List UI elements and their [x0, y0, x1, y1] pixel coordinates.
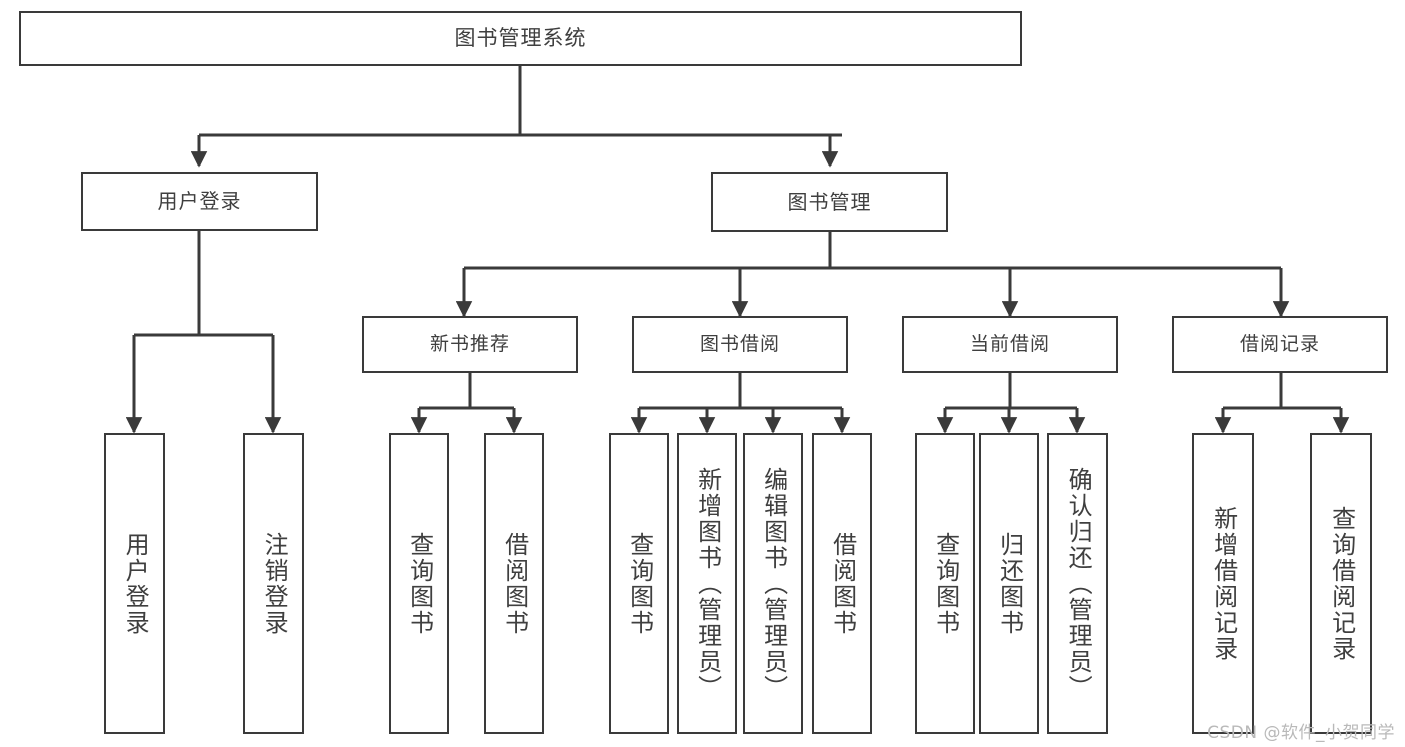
node-label: 图书管理系统 — [454, 26, 587, 51]
node-label: 当前借阅 — [969, 332, 1050, 355]
leaf-label: 借阅图书 — [500, 531, 529, 636]
node-book-management[interactable]: 图书管理 — [711, 172, 948, 232]
leaf-label: 借阅图书 — [828, 531, 857, 636]
leaf-text-wrap: 注销登录 — [245, 435, 302, 732]
node-label: 新书推荐 — [429, 332, 510, 355]
leaf-text-wrap: 查询借阅记录 — [1312, 435, 1370, 732]
leaf-borrow-book-recommend[interactable]: 借阅图书 — [484, 433, 544, 734]
leaf-label: 编辑图书（管理员） — [759, 466, 788, 701]
leaf-confirm-return-admin[interactable]: 确认归还（管理员） — [1047, 433, 1108, 734]
leaf-borrow-book[interactable]: 借阅图书 — [812, 433, 872, 734]
leaf-text-wrap: 借阅图书 — [486, 435, 542, 732]
leaf-text-wrap: 确认归还（管理员） — [1049, 435, 1106, 732]
leaf-add-borrow-record[interactable]: 新增借阅记录 — [1192, 433, 1254, 734]
leaf-text-wrap: 新增借阅记录 — [1194, 435, 1252, 732]
node-root-system[interactable]: 图书管理系统 — [19, 11, 1022, 66]
leaf-user-login[interactable]: 用户登录 — [104, 433, 165, 734]
node-label: 图书借阅 — [699, 332, 780, 355]
leaf-text-wrap: 用户登录 — [106, 435, 163, 732]
node-user-login[interactable]: 用户登录 — [81, 172, 318, 231]
leaf-label: 注销登录 — [260, 531, 289, 636]
leaf-return-book[interactable]: 归还图书 — [979, 433, 1039, 734]
node-book-borrow[interactable]: 图书借阅 — [632, 316, 848, 373]
leaf-text-wrap: 新增图书（管理员） — [679, 435, 735, 732]
leaf-label: 查询借阅记录 — [1327, 505, 1356, 662]
leaf-query-book-recommend[interactable]: 查询图书 — [389, 433, 449, 734]
leaf-label: 查询图书 — [931, 531, 960, 636]
leaf-label: 查询图书 — [625, 531, 654, 636]
leaf-label: 新增图书（管理员） — [693, 466, 722, 701]
node-new-book-recommend[interactable]: 新书推荐 — [362, 316, 578, 373]
leaf-text-wrap: 查询图书 — [391, 435, 447, 732]
leaf-text-wrap: 查询图书 — [917, 435, 973, 732]
leaf-label: 查询图书 — [405, 531, 434, 636]
node-label: 借阅记录 — [1239, 332, 1320, 355]
leaf-text-wrap: 归还图书 — [981, 435, 1037, 732]
leaf-logout[interactable]: 注销登录 — [243, 433, 304, 734]
node-borrow-record[interactable]: 借阅记录 — [1172, 316, 1388, 373]
leaf-label: 新增借阅记录 — [1209, 505, 1238, 662]
leaf-query-book-current[interactable]: 查询图书 — [915, 433, 975, 734]
leaf-edit-book-admin[interactable]: 编辑图书（管理员） — [743, 433, 803, 734]
leaf-query-book-borrow[interactable]: 查询图书 — [609, 433, 669, 734]
leaf-add-book-admin[interactable]: 新增图书（管理员） — [677, 433, 737, 734]
leaf-label: 确认归还（管理员） — [1064, 466, 1093, 701]
node-current-borrow[interactable]: 当前借阅 — [902, 316, 1118, 373]
leaf-text-wrap: 查询图书 — [611, 435, 667, 732]
leaf-query-borrow-record[interactable]: 查询借阅记录 — [1310, 433, 1372, 734]
node-label: 图书管理 — [787, 189, 872, 214]
leaf-text-wrap: 编辑图书（管理员） — [745, 435, 801, 732]
leaf-label: 用户登录 — [121, 531, 150, 636]
leaf-label: 归还图书 — [995, 531, 1024, 636]
leaf-text-wrap: 借阅图书 — [814, 435, 870, 732]
node-label: 用户登录 — [157, 189, 242, 213]
